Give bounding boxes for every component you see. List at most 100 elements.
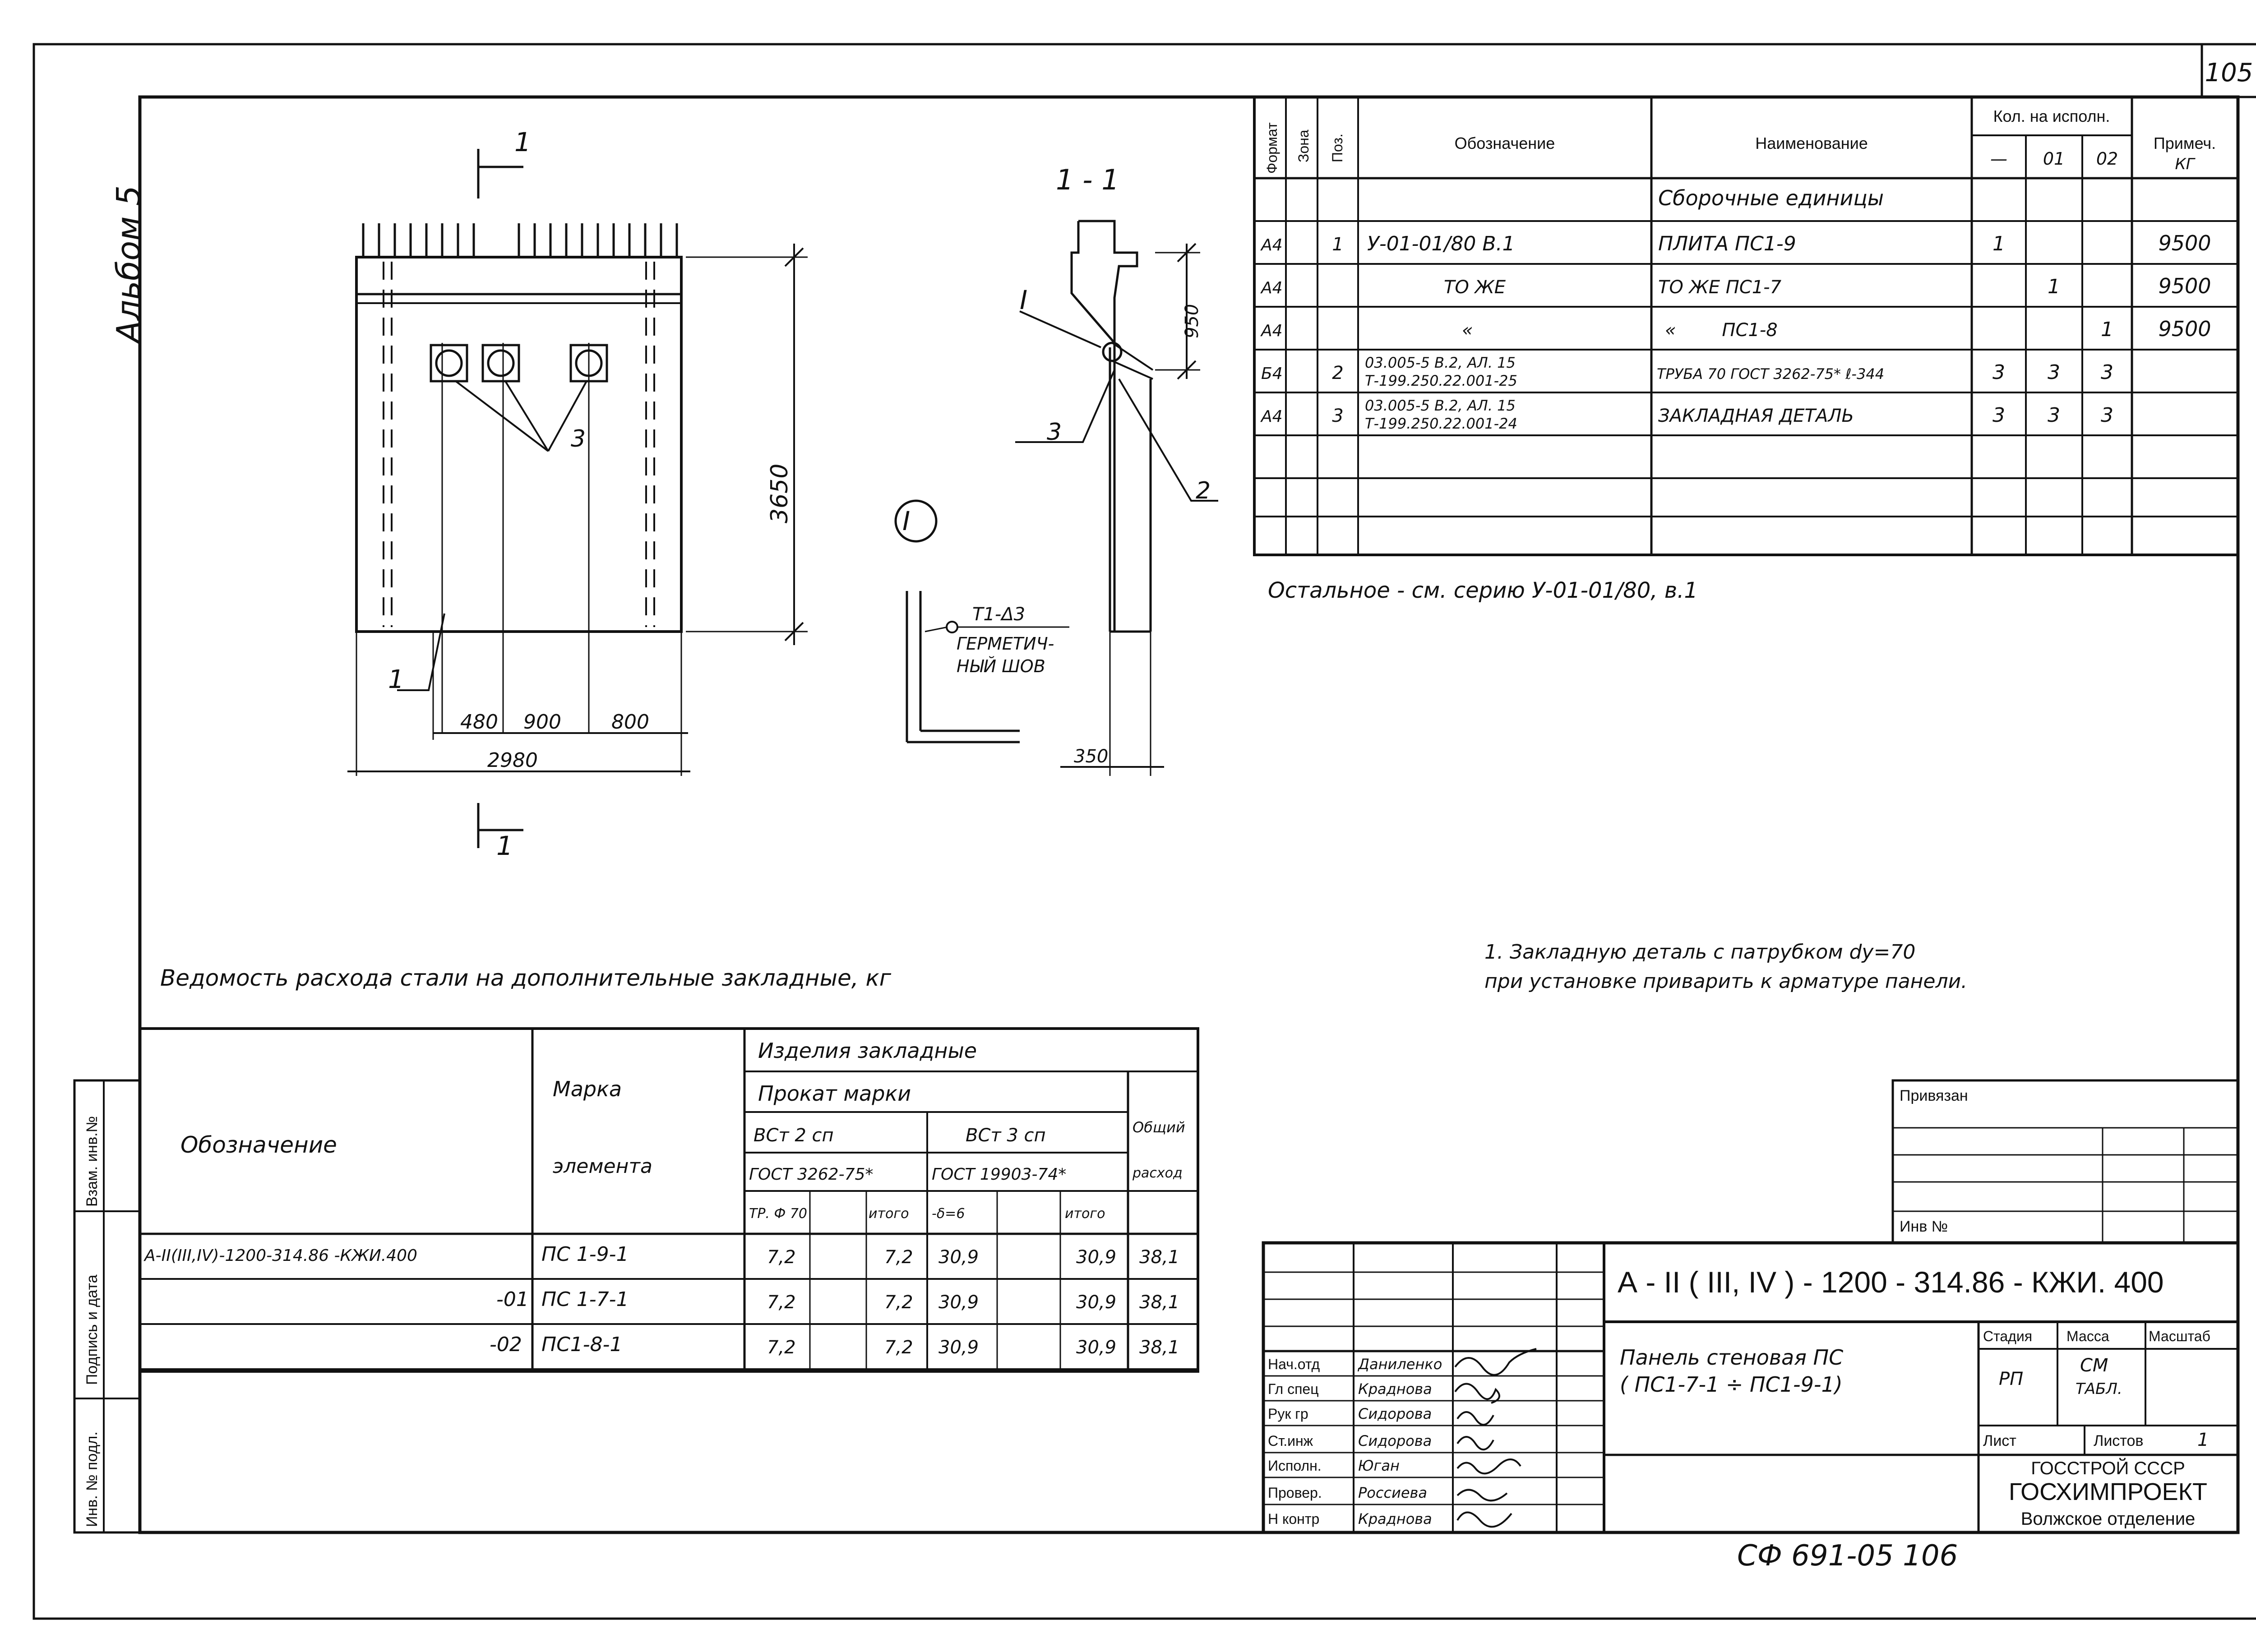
note-line-2: при установке приварить к арматуре панел… — [1484, 970, 1967, 993]
svg-text:2: 2 — [1332, 363, 1343, 383]
svg-text:ПС1-8-1: ПС1-8-1 — [541, 1333, 623, 1356]
spec-row: Б4 2 03.005-5 В.2, АЛ. 15 Т-199.250.22.0… — [1261, 354, 2113, 389]
svg-text:30,9: 30,9 — [938, 1247, 979, 1268]
dim-width-3: 800 — [611, 711, 649, 734]
tb-mass-label: Масса — [2066, 1328, 2109, 1344]
dim-total: 2980 — [487, 749, 538, 772]
svg-text:3: 3 — [2101, 361, 2113, 384]
steel-head-designation: Обозначение — [180, 1132, 337, 1158]
note-line-1: 1. Закладную деталь с патрубком dу=70 — [1484, 941, 1915, 964]
svg-text:1: 1 — [1992, 232, 2005, 255]
svg-text:7,2: 7,2 — [767, 1292, 796, 1313]
steel-row: А-II(III,IV)-1200-314.86 -КЖИ.400 ПС 1-9… — [143, 1243, 1179, 1268]
side-stamp — [73, 1079, 141, 1534]
svg-text:ТО ЖЕ ПС1-7: ТО ЖЕ ПС1-7 — [1658, 277, 1782, 298]
tb-sheets: 1 — [2197, 1430, 2209, 1450]
inner-frame — [138, 95, 2240, 1534]
tb-doc-name-2: ( ПС1-7-1 ÷ ПС1-9-1) — [1620, 1372, 1843, 1397]
side-stamp-inv: Инв. № подл. — [83, 1431, 101, 1527]
svg-text:-01: -01 — [496, 1288, 529, 1311]
section-marker-bottom: 1 — [496, 831, 513, 861]
steel-head-sub-sheet: -δ=6 — [932, 1206, 965, 1222]
svg-text:А4: А4 — [1260, 322, 1283, 340]
signature-marks — [1454, 1348, 1537, 1528]
svg-text:Россиева: Россиева — [1358, 1484, 1427, 1501]
steel-head-grade-1: ВСт 2 сп — [754, 1125, 834, 1146]
spec-head-zone: Зона — [1295, 129, 1312, 162]
svg-text:Рук гр: Рук гр — [1268, 1406, 1308, 1422]
spec-row: А4 « « ПС1-8 1 9500 — [1260, 317, 2211, 341]
weld-label: T1-Δ3 — [972, 604, 1025, 625]
svg-text:ПС 1-9-1: ПС 1-9-1 — [541, 1243, 629, 1266]
svg-text:Юган: Юган — [1358, 1457, 1400, 1474]
svg-text:А4: А4 — [1260, 236, 1283, 254]
steel-head-total-1: Общий — [1133, 1119, 1185, 1136]
spec-row: А4 3 03.005-5 В.2, АЛ. 15 Т-199.250.22.0… — [1260, 397, 2113, 432]
steel-head-mark-2: элемента — [553, 1155, 652, 1178]
svg-text:3: 3 — [2048, 361, 2060, 384]
tb-org-3: Волжское отделение — [2021, 1509, 2196, 1529]
tb-org-2: ГОСХИМПРОЕКТ — [2009, 1478, 2207, 1505]
svg-text:ЗАКЛАДНАЯ ДЕТАЛЬ: ЗАКЛАДНАЯ ДЕТАЛЬ — [1658, 406, 1854, 426]
svg-text:Н контр: Н контр — [1268, 1511, 1319, 1527]
svg-text:Т-199.250.22.001-25: Т-199.250.22.001-25 — [1365, 372, 1517, 389]
svg-text:9500: 9500 — [2158, 317, 2211, 341]
spec-head-name: Наименование — [1755, 134, 1868, 152]
dim-thickness: 350 — [1074, 746, 1108, 767]
tb-sheets-label: Листов — [2094, 1432, 2143, 1449]
svg-text:ТРУБА 70 ГОСТ 3262-75* ℓ-344: ТРУБА 70 ГОСТ 3262-75* ℓ-344 — [1657, 365, 1884, 383]
callout-I: I — [1020, 285, 1027, 315]
svg-text:30,9: 30,9 — [938, 1337, 979, 1358]
tb-inv-no: Инв № — [1900, 1218, 1948, 1235]
svg-text:Сидорова: Сидорова — [1358, 1432, 1432, 1449]
spec-section-title: Сборочные единицы — [1658, 186, 1884, 210]
spec-head-note: Примеч. — [2154, 134, 2216, 152]
svg-text:30,9: 30,9 — [1076, 1337, 1116, 1358]
svg-text:30,9: 30,9 — [938, 1292, 979, 1313]
svg-text:А4: А4 — [1260, 279, 1283, 297]
tb-code: А - II ( III, IV ) - 1200 - 314.86 - КЖИ… — [1618, 1265, 2164, 1299]
spec-table — [1253, 96, 2239, 556]
svg-text:30,9: 30,9 — [1076, 1292, 1116, 1313]
tb-scale-label: Масштаб — [2149, 1328, 2210, 1344]
steel-row: -01 ПС 1-7-1 7,2 7,2 30,9 30,9 38,1 — [496, 1288, 1179, 1313]
callout-2: 2 — [1196, 477, 1211, 504]
side-stamp-replace: Взам. инв.№ — [83, 1116, 101, 1207]
steel-table — [139, 1027, 1199, 1373]
svg-text:7,2: 7,2 — [767, 1337, 796, 1358]
side-stamp-signature: Подпись и дата — [83, 1274, 101, 1385]
dim-width-1: 480 — [460, 711, 498, 734]
spec-head-qty: Кол. на исполн. — [1993, 107, 2110, 125]
tb-doc-name-1: Панель стеновая ПС — [1620, 1345, 1843, 1370]
spec-head-note-unit: КГ — [2175, 155, 2196, 173]
svg-text:7,2: 7,2 — [884, 1292, 913, 1313]
svg-text:Краднова: Краднова — [1358, 1510, 1432, 1527]
spec-head-format: Формат — [1264, 122, 1280, 174]
dim-top: 950 — [1182, 304, 1202, 338]
weld-note-2: НЫЙ ШОВ — [957, 656, 1045, 676]
svg-text:Даниленко: Даниленко — [1357, 1356, 1442, 1373]
spec-head-designation: Обозначение — [1455, 134, 1555, 152]
callout-3-section: 3 — [1047, 419, 1062, 446]
steel-head-rolled: Прокат марки — [758, 1081, 911, 1106]
svg-text:-02: -02 — [490, 1333, 522, 1356]
steel-head-gost-1: ГОСТ 3262-75* — [749, 1165, 873, 1184]
svg-text:9500: 9500 — [2158, 274, 2211, 298]
sheet-number: 105 — [2205, 58, 2253, 88]
svg-text:3: 3 — [1992, 404, 2005, 427]
steel-head-items: Изделия закладные — [758, 1038, 977, 1063]
svg-text:Б4: Б4 — [1261, 365, 1283, 383]
spec-head-qty-0: — — [1990, 149, 2007, 169]
svg-text:Ст.инж: Ст.инж — [1268, 1433, 1313, 1449]
spec-head-pos: Поз. — [1329, 134, 1345, 162]
steel-row: -02 ПС1-8-1 7,2 7,2 30,9 30,9 38,1 — [490, 1333, 1179, 1358]
svg-text:Т-199.250.22.001-24: Т-199.250.22.001-24 — [1365, 415, 1517, 432]
svg-text:Сидорова: Сидорова — [1358, 1405, 1432, 1422]
svg-text:У-01-01/80 В.1: У-01-01/80 В.1 — [1367, 232, 1515, 255]
svg-text:Провер.: Провер. — [1268, 1485, 1322, 1501]
spec-head-qty-2: 02 — [2096, 149, 2118, 169]
tb-sheet-label: Лист — [1983, 1432, 2016, 1449]
steel-head-sub-total1: итого — [869, 1206, 909, 1222]
bottom-code: СФ 691-05 106 — [1737, 1539, 1958, 1573]
